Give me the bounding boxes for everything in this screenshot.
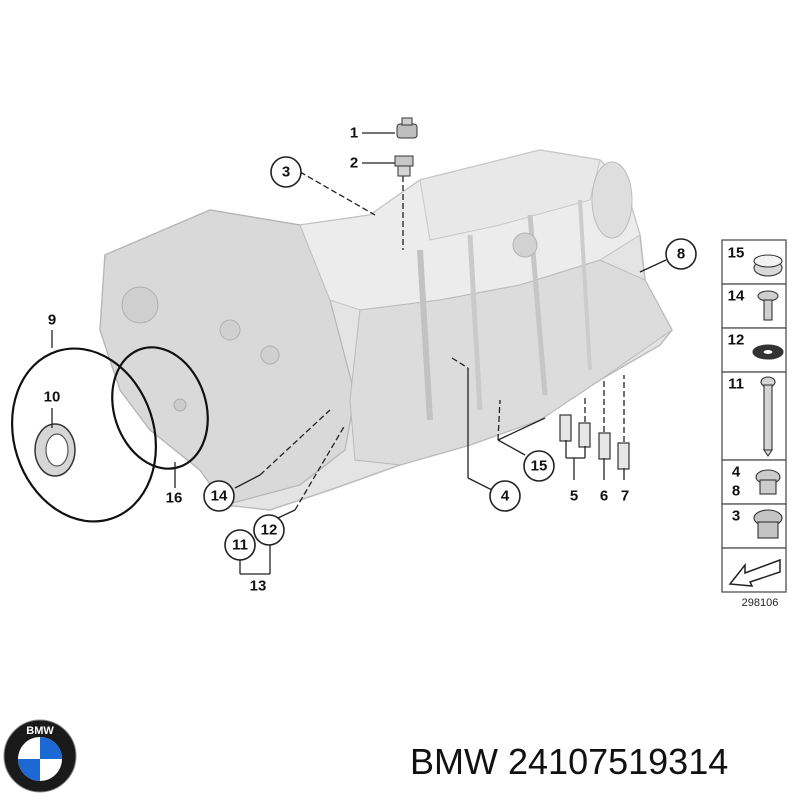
callout-10: 10 — [44, 389, 61, 406]
seal-ring-16 — [111, 346, 209, 470]
callout-circles — [203, 156, 697, 561]
legend-screw-14 — [757, 290, 779, 321]
callout-13: 13 — [250, 578, 267, 595]
part-number: 24107519314 — [508, 741, 729, 782]
legend-bolt-11 — [760, 376, 776, 457]
legend-label-15: 15 — [728, 245, 745, 262]
transmission-housing — [99, 149, 673, 511]
seal-ring-9 — [10, 347, 158, 523]
callout-12: 12 — [261, 522, 278, 539]
legend-washer-12 — [752, 344, 784, 360]
legend-label-12: 12 — [728, 332, 745, 349]
legend-plug-3 — [753, 509, 783, 539]
sleeves — [559, 414, 630, 470]
callout-6: 6 — [600, 488, 608, 505]
callout-5: 5 — [570, 488, 578, 505]
callout-9: 9 — [48, 312, 56, 329]
callout-7: 7 — [621, 488, 629, 505]
legend-label-8: 8 — [732, 483, 740, 500]
bmw-logo-lettering: BMW — [26, 725, 54, 737]
callout-3: 3 — [282, 164, 290, 181]
parts-legend: 15 14 12 11 4 8 3 — [721, 239, 787, 609]
callout-1: 1 — [350, 125, 358, 142]
callout-11: 11 — [232, 537, 248, 554]
callout-4: 4 — [501, 488, 510, 505]
plug-1 — [396, 117, 418, 139]
arrow-icon — [728, 558, 781, 587]
brand-name: BMW — [410, 741, 498, 782]
legend-label-14: 14 — [728, 288, 745, 305]
legend-plug-4-8 — [755, 469, 781, 495]
plug-2 — [394, 155, 414, 177]
shaft-seal-10 — [34, 423, 76, 477]
callout-8: 8 — [677, 246, 685, 263]
legend-sleeve-15 — [753, 254, 783, 277]
legend-label-11: 11 — [728, 376, 744, 393]
bmw-logo: BMW — [3, 719, 77, 793]
callout-16: 16 — [166, 490, 183, 507]
callout-14: 14 — [211, 488, 228, 505]
callout-15: 15 — [531, 458, 548, 475]
callout-labels: 1 2 3 4 5 6 7 8 9 10 11 12 13 14 15 16 — [44, 125, 686, 595]
drawing-number: 298106 — [742, 597, 779, 609]
part-title: BMW 24107519314 — [410, 737, 790, 787]
callout-2: 2 — [350, 155, 358, 172]
legend-label-4: 4 — [732, 464, 741, 481]
legend-label-3: 3 — [732, 508, 740, 525]
